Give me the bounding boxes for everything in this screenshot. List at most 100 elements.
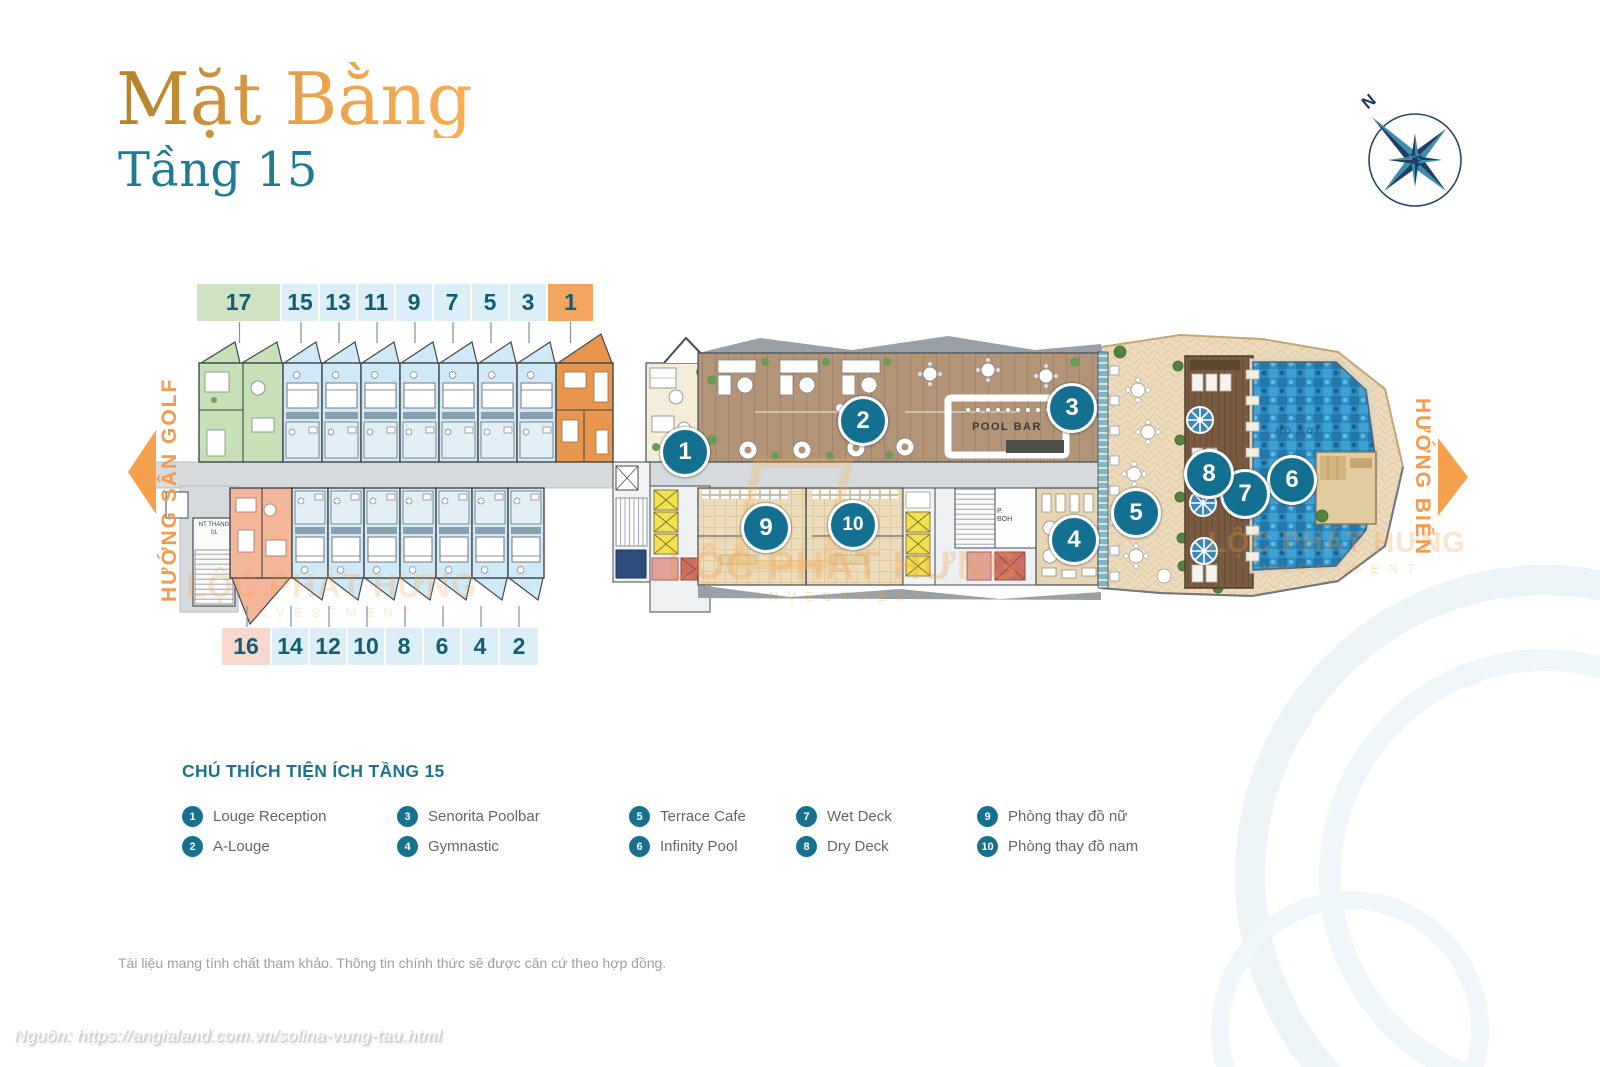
unit-number-cell-1: 1 [548, 284, 593, 321]
unit-13 [320, 341, 362, 463]
unit-number-cell-9: 9 [396, 284, 434, 321]
unit-4 [471, 487, 509, 602]
pool-bar-label: POOL BAR [972, 421, 1042, 433]
unit-number-cell-3: 3 [510, 284, 548, 321]
unit-17 [198, 341, 284, 463]
amenity-badge-6: 6 [1267, 455, 1317, 505]
legend-item-8: 8 Dry Deck [796, 836, 892, 857]
title-block: Mặt Bằng Tầng 15 [116, 57, 473, 197]
unit-2 [507, 487, 545, 602]
legend-item-6: 6 Infinity Pool [629, 836, 746, 857]
unit-number-cell-2: 2 [500, 628, 538, 665]
legend-badge-8: 8 [796, 836, 817, 857]
amenity-badge-7: 7 [1220, 469, 1270, 519]
unit-8 [399, 487, 437, 602]
stair-core-right [612, 461, 651, 583]
legend-badge-1: 1 [182, 806, 203, 827]
legend-item-5: 5 Terrace Cafe [629, 806, 746, 827]
watermark: LỘC PHÁT HƯNG INVESTMENT [1208, 527, 1466, 576]
unit-number-cell-8: 8 [386, 628, 424, 665]
watermark-text: LỘC PHÁT HƯNG [186, 567, 478, 604]
unit-14 [291, 487, 329, 602]
legend-badge-2: 2 [182, 836, 203, 857]
apartment-units-top-row [198, 333, 614, 463]
watermark-subtext: INVESTMENT [1249, 560, 1424, 576]
unit-11 [359, 341, 401, 463]
unit-number-cell-11: 11 [358, 284, 396, 321]
unit-number-cell-6: 6 [424, 628, 462, 665]
amenity-badge-8: 8 [1184, 449, 1234, 499]
unit-5 [476, 341, 518, 463]
compass-rose-icon [1368, 113, 1462, 207]
watermark-subtext: INVESTMENT [756, 589, 931, 604]
legend-badge-3: 3 [397, 806, 418, 827]
elevator-bank-mid [902, 487, 936, 586]
service-stairs-boh [954, 487, 1038, 581]
unit-number-cell-16: 16 [222, 628, 272, 665]
amenity-badge-5: 5 [1111, 488, 1161, 538]
unit-number-cell-7: 7 [434, 284, 472, 321]
source-text: Nguồn: https://angialand.com.vn/solina-v… [14, 1026, 442, 1045]
watermark: LỘC PHÁT HƯNG INVESTMENT [668, 544, 1019, 604]
legend-column-4: 7 Wet Deck 8 Dry Deck [796, 806, 892, 857]
unit-number-cell-15: 15 [282, 284, 320, 321]
umbrella-icons [1186, 406, 1218, 565]
lounge-block [697, 336, 1102, 600]
unit-7 [437, 341, 479, 463]
unit-1 [555, 333, 614, 463]
watermark-subtext: INVESTMENT [244, 605, 419, 621]
legend-label: Infinity Pool [660, 838, 738, 855]
pool-label: HỒ BƠI [1275, 426, 1321, 436]
legend-label: Dry Deck [827, 838, 889, 855]
legend-item-9: 9 Phòng thay đồ nữ [977, 806, 1138, 827]
unit-9 [398, 341, 440, 463]
watermark-text: LỘC PHÁT HƯNG [1208, 527, 1466, 559]
unit-number-cell-14: 14 [272, 628, 310, 665]
boh-room-label: P. BOH [997, 508, 1013, 524]
legend-label: Phòng thay đồ nữ [1008, 808, 1128, 825]
disclaimer-text: Tài liệu mang tính chất tham khảo. Thông… [118, 955, 667, 971]
legend-label: Louge Reception [213, 808, 327, 825]
legend-badge-4: 4 [397, 836, 418, 857]
unit-10 [363, 487, 401, 602]
amenity-badge-4: 4 [1049, 515, 1099, 565]
direction-label-sea: HƯỚNG BIỂN [1411, 398, 1434, 557]
background-swirl-decor [1211, 565, 1600, 1067]
watermark: LỘC PHÁT HƯNG INVESTMENT [186, 567, 478, 621]
legend-column-1: 1 Louge Reception 2 A-Louge [182, 806, 326, 857]
legend-badge-7: 7 [796, 806, 817, 827]
legend-item-1: 1 Louge Reception [182, 806, 326, 827]
amenity-badge-2: 2 [838, 396, 888, 446]
unit-15 [281, 341, 323, 463]
legend-badge-6: 6 [629, 836, 650, 857]
page-title: Mặt Bằng [116, 57, 473, 141]
amenity-badge-1: 1 [660, 427, 710, 477]
legend-label: Terrace Cafe [660, 808, 746, 825]
amenity-badge-3: 3 [1047, 383, 1097, 433]
partition-wall [1097, 351, 1109, 589]
legend-label: Phòng thay đồ nam [1008, 838, 1139, 855]
unit-number-cell-13: 13 [320, 284, 358, 321]
unit-3 [515, 341, 557, 463]
legend-column-3: 5 Terrace Cafe 6 Infinity Pool [629, 806, 746, 857]
unit-12 [327, 487, 365, 602]
legend-item-2: 2 A-Louge [182, 836, 326, 857]
legend-badge-9: 9 [977, 806, 998, 827]
unit-number-cell-5: 5 [472, 284, 510, 321]
legend-label: A-Louge [213, 838, 270, 855]
legend-item-7: 7 Wet Deck [796, 806, 892, 827]
legend-label: Wet Deck [827, 808, 892, 825]
unit-number-cell-12: 12 [310, 628, 348, 665]
legend-title: CHÚ THÍCH TIỆN ÍCH TẦNG 15 [182, 761, 445, 781]
watermark-text: LỘC PHÁT HƯNG [668, 544, 1019, 588]
infinity-pool [1245, 358, 1380, 574]
golf-direction-arrow-icon [128, 430, 156, 519]
legend-badge-5: 5 [629, 806, 650, 827]
